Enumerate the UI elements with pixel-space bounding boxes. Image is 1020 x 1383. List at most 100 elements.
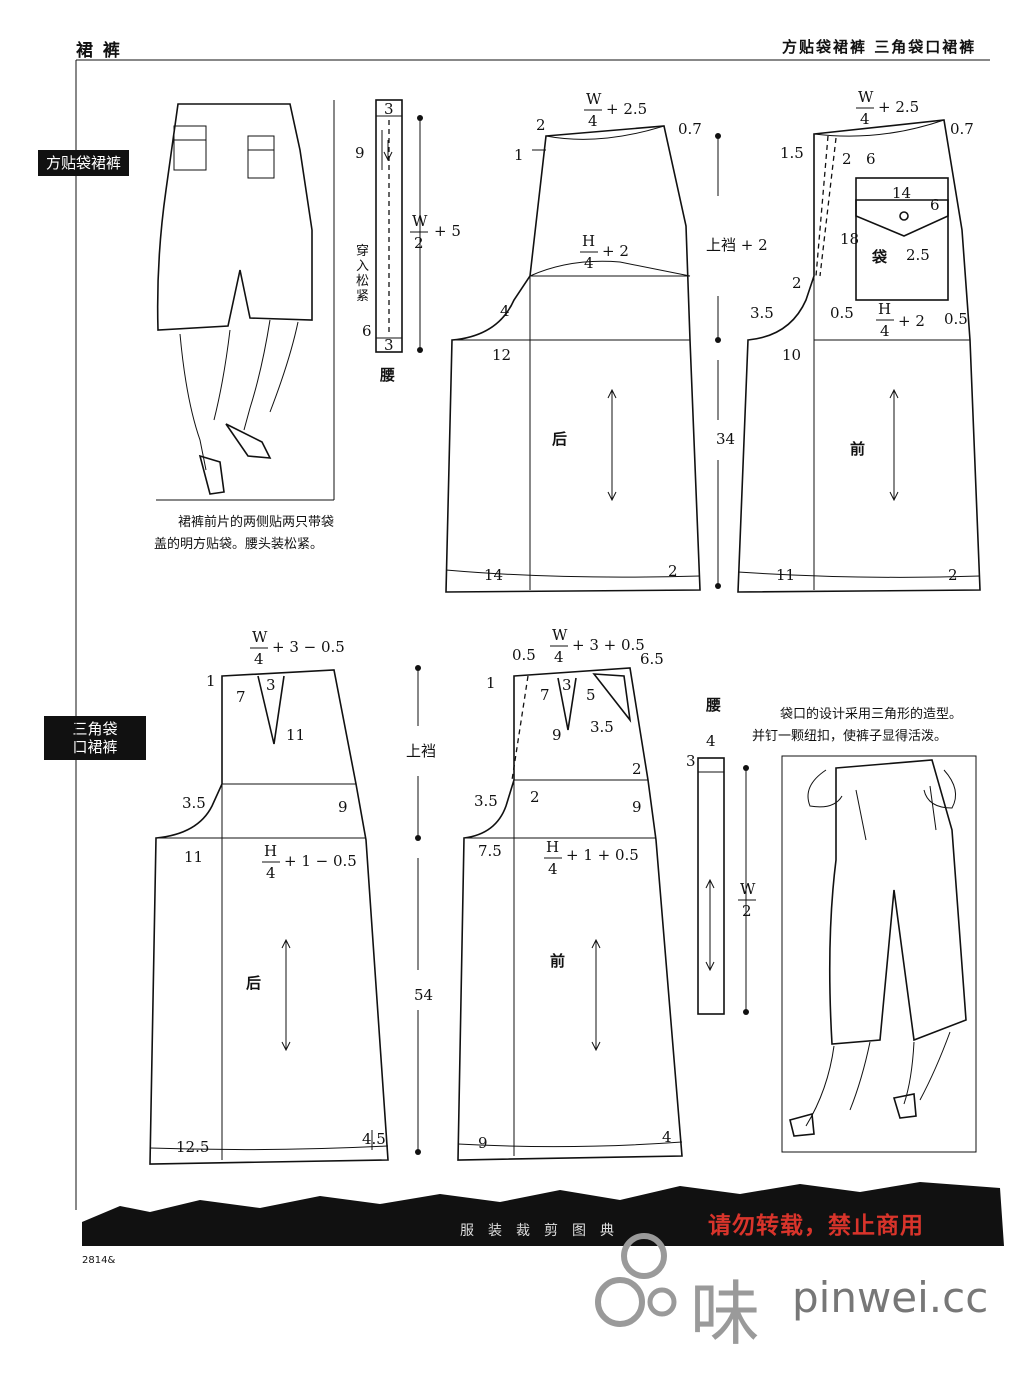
s2-front-curve: 3.5 — [474, 792, 498, 810]
section1-caption-line1: 裙裤前片的两侧贴两只带袋 — [178, 515, 335, 530]
s2-back-curve: 3.5 — [182, 794, 206, 812]
s1-front-waist-add: + 2.5 — [878, 98, 919, 116]
header-left-title: 裙 裤 — [76, 41, 122, 61]
s2-front-pocket: 3.5 — [590, 718, 614, 736]
s1-back-waist-den: 4 — [588, 112, 598, 130]
s1-back-m-right: 0.7 — [678, 120, 702, 138]
s2-front-waist-den: 4 — [554, 648, 564, 666]
s2-front-m5: 5 — [586, 686, 596, 704]
section2-front-panel — [457, 667, 683, 1161]
section2-waistband — [697, 757, 749, 1015]
section2-caption-line1: 袋口的设计采用三角形的造型。 — [780, 707, 963, 722]
s1-back-hip-den: 4 — [584, 254, 594, 272]
s2-front-hem-left: 9 — [478, 1134, 488, 1152]
s1-front-pocket-h: 18 — [840, 230, 859, 248]
s1-back-hem-right: 2 — [668, 562, 678, 580]
s2-front-side-top: 2 — [632, 760, 642, 778]
s1-front-waist-den: 4 — [860, 110, 870, 128]
s2-front-hip-num: H — [546, 838, 559, 856]
s2-back-hem-left: 12.5 — [176, 1138, 209, 1156]
s1-front-label: 前 — [850, 440, 865, 458]
s2-front-m-right: 6.5 — [640, 650, 664, 668]
s1-back-label: 后 — [552, 430, 567, 448]
s1-wb-top: 3 — [384, 100, 394, 118]
section2-tag-line1: 三角袋 — [72, 720, 118, 738]
footer-banner-title: 服装裁剪图典 — [460, 1223, 628, 1239]
section1-front-panel — [737, 119, 981, 593]
s2-rise: 上裆 — [406, 742, 436, 760]
s1-front-hip-add: + 2 — [898, 312, 925, 330]
s1-back-hip-add: + 2 — [602, 242, 629, 260]
s2-length: 54 — [414, 986, 433, 1004]
footer-banner — [82, 1182, 1004, 1246]
header-right-title: 方贴袋裙裤 三角袋口裙裤 — [782, 38, 977, 56]
s1-front-m6: 6 — [866, 150, 876, 168]
s2-back-hip-den: 4 — [266, 864, 276, 882]
s1-wb-width-add: + 5 — [434, 222, 461, 240]
s2-front-waist-num: W — [552, 626, 568, 644]
s2-back-m-dart-a: 7 — [236, 688, 246, 706]
s1-front-m-side: 2 — [792, 274, 802, 292]
s1-front-hip-den: 4 — [880, 322, 890, 340]
s2-back-waist-add: + 3 − 0.5 — [272, 638, 345, 656]
s1-front-m-right: 0.7 — [950, 120, 974, 138]
s1-back-hem-left: 14 — [484, 566, 503, 584]
section1-back-panel — [445, 125, 701, 593]
s2-wb-side: 3 — [686, 752, 696, 770]
s2-back-hem-right: 4.5 — [362, 1130, 386, 1148]
s2-front-crotch: 7.5 — [478, 842, 502, 860]
s1-back-waist-num: W — [586, 90, 602, 108]
section2-caption: 袋口的设计采用三角形的造型。 并钉一颗纽扣，使裤子显得活泼。 — [752, 704, 962, 748]
s1-back-waist-add: + 2.5 — [606, 100, 647, 118]
watermark-site: pinwei.cc — [792, 1273, 989, 1322]
s1-front-m2: 2 — [842, 150, 852, 168]
s2-front-dart: 9 — [552, 726, 562, 744]
s1-front-hem-right: 2 — [948, 566, 958, 584]
watermark-logo — [592, 1230, 688, 1330]
s2-wb-width-num: W — [740, 880, 756, 898]
s2-back-side: 9 — [338, 798, 348, 816]
s1-front-pocket-label: 袋 — [871, 248, 888, 266]
s2-front-side: 9 — [632, 798, 642, 816]
section2-measures — [415, 665, 421, 1155]
footer-notice: 请勿转载，禁止商用 — [708, 1213, 924, 1239]
s1-front-m05b: 0.5 — [944, 310, 968, 328]
s2-wb-width-den: 2 — [742, 902, 752, 920]
s1-wb-width-den: 2 — [414, 234, 424, 252]
s1-front-pocket-flap: 6 — [930, 196, 940, 214]
s1-front-crotch: 10 — [782, 346, 801, 364]
s1-front-hip-num: H — [878, 300, 891, 318]
s2-back-waist-den: 4 — [254, 650, 264, 668]
s2-back-waist-num: W — [252, 628, 268, 646]
watermark-logo-char: 味 — [690, 1273, 760, 1355]
s1-wb-side: 9 — [355, 144, 365, 162]
section2-tag-line2: 口裙裤 — [72, 738, 118, 756]
section1-waistband — [375, 99, 423, 353]
s2-front-hip-add: + 1 + 0.5 — [566, 846, 639, 864]
s2-back-m-dart-b: 3 — [266, 676, 276, 694]
section1-tag: 方贴袋裙裤 — [38, 150, 130, 176]
s1-wb-bottom: 3 — [384, 336, 394, 354]
s1-front-pocket-gap: 2.5 — [906, 246, 930, 264]
s1-front-hem-left: 11 — [776, 566, 795, 584]
s1-waistband-note: 穿入松紧 — [356, 244, 370, 304]
s2-back-hip-num: H — [264, 842, 277, 860]
s1-wb-width-num: W — [412, 212, 428, 230]
s2-front-label: 前 — [550, 952, 565, 970]
logo-ring-small — [647, 1287, 677, 1317]
s1-front-m05a: 0.5 — [830, 304, 854, 322]
s2-front-m-inner: 2 — [530, 788, 540, 806]
s1-rise: 上裆 + 2 — [706, 236, 768, 254]
s1-front-pocket-w: 14 — [892, 184, 911, 202]
s1-length: 34 — [716, 430, 735, 448]
s2-front-m7: 7 — [540, 686, 550, 704]
section1-caption: 裙裤前片的两侧贴两只带袋 盖的明方贴袋。腰头装松紧。 — [154, 512, 334, 556]
s1-front-waist-num: W — [858, 88, 874, 106]
section2-tag: 三角袋 口裙裤 — [44, 716, 146, 760]
section2-back-panel — [149, 669, 389, 1165]
s2-back-hip-add: + 1 − 0.5 — [284, 852, 357, 870]
s2-front-m3: 3 — [562, 676, 572, 694]
s2-front-m-left: 0.5 — [512, 646, 536, 664]
